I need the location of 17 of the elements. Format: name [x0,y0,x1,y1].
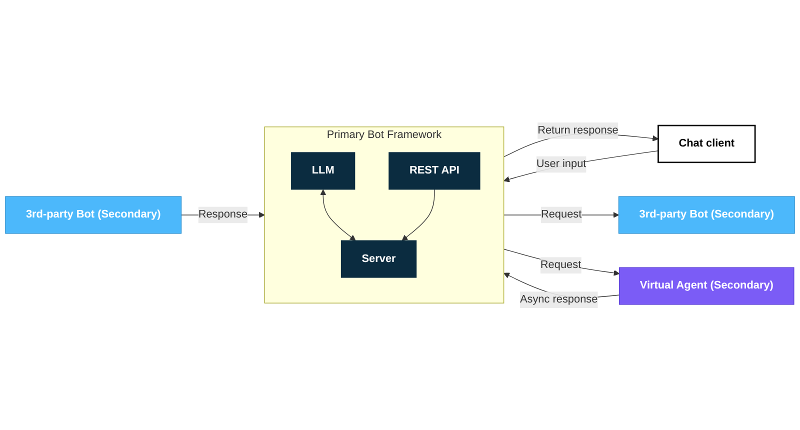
edge-label: Response [198,208,248,220]
edge-label: Request [540,208,582,220]
arrow [320,189,356,241]
edge-label: Async response [520,293,598,306]
node-box: 3rd-party Bot (Secondary) [5,196,182,234]
node-box: REST API [388,152,480,190]
node-box: Virtual Agent (Secondary) [619,266,794,305]
arrow [504,150,659,182]
node-box: 3rd-party Bot (Secondary) [618,196,795,234]
edge-label: Return response [538,124,618,136]
arrow [402,188,435,241]
arrow [503,248,620,276]
node-box: LLM [291,152,356,190]
edge-label: Request [540,258,582,271]
node-box: Server [340,240,417,278]
edge-label: User input [536,158,586,170]
node-box: Chat client [658,124,756,163]
